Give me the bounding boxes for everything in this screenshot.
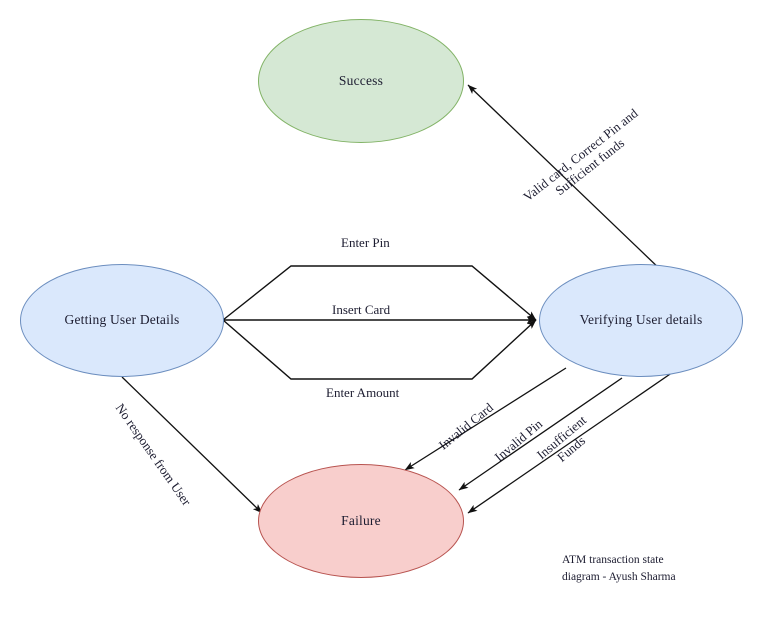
edge-label-enter-pin: Enter Pin	[341, 235, 390, 250]
edge-label-insert-card: Insert Card	[332, 302, 391, 317]
edge-invalid-pin	[458, 377, 623, 491]
edge-insufficient-funds	[467, 369, 677, 514]
state-node-verifying-user-details[interactable]: Verifying User details	[539, 264, 743, 377]
edge-invalid-card	[404, 367, 567, 471]
diagram-caption-line2: diagram - Ayush Sharma	[562, 570, 676, 583]
edge-label-enter-amount: Enter Amount	[326, 385, 400, 400]
state-node-success[interactable]: Success	[258, 19, 464, 143]
edge-no-response	[121, 376, 263, 514]
state-node-failure[interactable]: Failure	[258, 464, 464, 578]
edge-enter-amount	[222, 319, 537, 380]
state-node-verifying-user-details-label: Verifying User details	[579, 312, 703, 328]
state-node-success-label: Success	[338, 72, 384, 88]
state-node-getting-user-details[interactable]: Getting User Details	[20, 264, 224, 377]
diagram-caption: ATM transaction state diagram - Ayush Sh…	[562, 552, 676, 585]
edge-valid-card	[467, 84, 664, 273]
diagram-caption-line1: ATM transaction state	[562, 554, 664, 566]
edge-enter-pin	[222, 265, 537, 321]
state-node-getting-user-details-label: Getting User Details	[64, 312, 180, 328]
state-node-failure-label: Failure	[341, 512, 381, 528]
